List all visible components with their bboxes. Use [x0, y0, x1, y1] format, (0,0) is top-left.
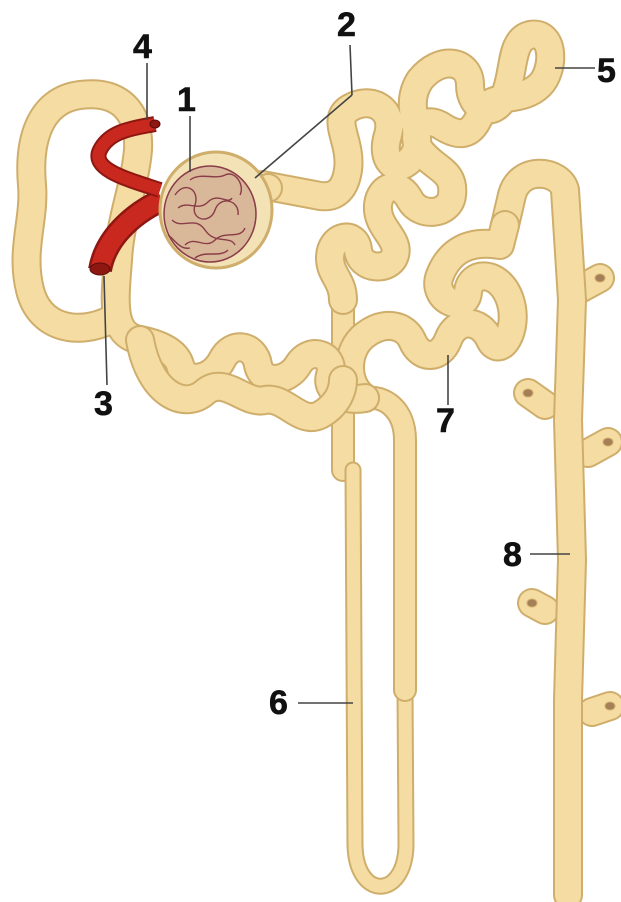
label-3: 3 — [94, 387, 113, 421]
label-6: 6 — [269, 686, 288, 720]
renal-corpuscle — [160, 152, 272, 268]
leader-line-2 — [350, 45, 352, 95]
label-4: 4 — [133, 30, 152, 64]
label-1: 1 — [177, 83, 196, 117]
label-2: 2 — [337, 8, 356, 42]
label-7: 7 — [436, 404, 455, 438]
collecting-duct — [505, 174, 615, 895]
label-5: 5 — [597, 54, 616, 88]
proximal-convoluted-tubule — [262, 35, 550, 300]
label-8: 8 — [503, 538, 522, 572]
glomerulus — [164, 166, 256, 262]
